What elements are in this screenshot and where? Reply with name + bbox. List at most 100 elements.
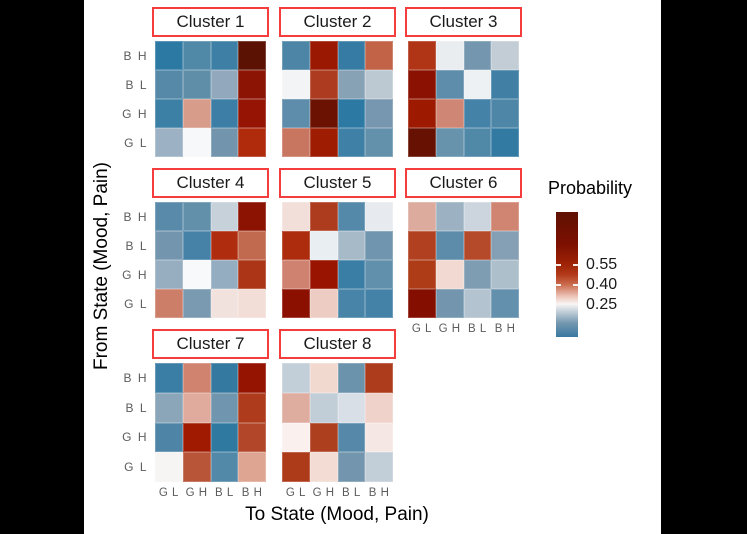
- heatmap-cell: [491, 202, 519, 231]
- heatmap-cell: [408, 70, 436, 99]
- heatmap-cell: [155, 202, 183, 231]
- facet-strip-cluster-3: Cluster 3: [405, 7, 522, 37]
- heatmap-cell: [309, 260, 338, 289]
- x-tick-label: B H: [241, 487, 263, 499]
- heatmap-cell: [365, 289, 393, 318]
- heatmap-cell: [282, 128, 310, 157]
- heatmap-cell: [309, 392, 338, 423]
- heatmap-cell: [491, 231, 519, 260]
- heatmap-cell: [210, 41, 239, 70]
- heatmap-cell: [210, 231, 239, 260]
- y-tick-label: G L: [124, 296, 148, 311]
- heatmap-cell: [210, 128, 239, 157]
- heatmap-cell: [182, 41, 211, 70]
- heatmap-cell: [282, 289, 310, 318]
- heatmap-cell: [365, 41, 393, 70]
- legend-title: Probability: [548, 178, 633, 198]
- heatmap-cell: [282, 422, 310, 453]
- heatmap-cell: [337, 41, 366, 70]
- heatmap-cell: [155, 392, 183, 423]
- heatmap-cluster-7: [155, 363, 266, 482]
- heatmap-cell: [491, 260, 519, 289]
- heatmap-cell: [182, 392, 211, 423]
- facet-strip-label: Cluster 8: [303, 334, 372, 353]
- x-tick-label: B L: [214, 487, 234, 499]
- heatmap-cluster-8: [282, 363, 393, 482]
- heatmap-cell: [435, 202, 464, 231]
- facet-strip-label: Cluster 7: [176, 334, 245, 353]
- facet-strip-label: Cluster 3: [429, 12, 498, 31]
- heatmap-cell: [309, 41, 338, 70]
- heatmap-cell: [337, 363, 366, 393]
- heatmap-cell: [282, 452, 310, 482]
- x-tick-label: G L: [411, 323, 432, 335]
- heatmap-cell: [491, 289, 519, 318]
- legend-tick-label: 0.40: [586, 276, 618, 293]
- heatmap-cell: [408, 202, 436, 231]
- heatmap-cell: [337, 422, 366, 453]
- heatmap-cell: [365, 99, 393, 128]
- facet-strip-cluster-2: Cluster 2: [279, 7, 396, 37]
- heatmap-cell: [182, 289, 211, 318]
- heatmap-cell: [463, 289, 492, 318]
- heatmap-cell: [408, 128, 436, 157]
- heatmap-cell: [282, 363, 310, 393]
- heatmap-cell: [155, 422, 183, 453]
- heatmap-cell: [309, 128, 338, 157]
- heatmap-cell: [238, 422, 266, 453]
- heatmap-cell: [238, 202, 266, 231]
- letterbox-right: [661, 0, 747, 534]
- heatmap-cell: [408, 99, 436, 128]
- y-tick-label: B L: [125, 77, 148, 92]
- heatmap-cell: [182, 231, 211, 260]
- heatmap-cell: [337, 392, 366, 423]
- heatmap-cell: [155, 452, 183, 482]
- heatmap-cell: [309, 99, 338, 128]
- heatmap-cell: [238, 289, 266, 318]
- heatmap-cell: [491, 41, 519, 70]
- heatmap-cell: [365, 452, 393, 482]
- heatmap-cell: [408, 289, 436, 318]
- heatmap-cell: [491, 99, 519, 128]
- heatmap-cell: [309, 289, 338, 318]
- x-tick-label: B L: [341, 487, 361, 499]
- legend-tick-label: 0.55: [586, 256, 618, 273]
- facet-strip-cluster-7: Cluster 7: [152, 329, 269, 359]
- heatmap-cell: [210, 99, 239, 128]
- x-axis-title: To State (Mood, Pain): [245, 504, 429, 525]
- heatmap-cell: [365, 422, 393, 453]
- heatmap-cell: [238, 363, 266, 393]
- heatmap-cell: [337, 99, 366, 128]
- x-tick-label: G H: [312, 487, 335, 499]
- heatmap-cell: [210, 452, 239, 482]
- heatmap-cell: [210, 70, 239, 99]
- heatmap-cell: [238, 70, 266, 99]
- heatmap-cell: [238, 231, 266, 260]
- y-tick-label: B L: [125, 238, 148, 253]
- facet-strip-label: Cluster 5: [303, 173, 372, 192]
- facet-strip-label: Cluster 4: [176, 173, 245, 192]
- heatmap-cell: [182, 422, 211, 453]
- heatmap-cell: [365, 231, 393, 260]
- heatmap-cluster-5: [282, 202, 393, 318]
- heatmap-cell: [337, 260, 366, 289]
- heatmap-cluster-1: [155, 41, 266, 157]
- x-tick-label: G H: [438, 323, 461, 335]
- x-tick-label: G H: [185, 487, 208, 499]
- heatmap-cell: [337, 202, 366, 231]
- heatmap-cell: [282, 70, 310, 99]
- heatmap-cell: [182, 128, 211, 157]
- heatmap-cell: [365, 128, 393, 157]
- y-tick-label: G H: [122, 267, 148, 282]
- heatmap-cell: [282, 202, 310, 231]
- heatmap-cell: [155, 289, 183, 318]
- heatmap-cell: [238, 99, 266, 128]
- letterbox-left: [0, 0, 84, 534]
- heatmap-cell: [155, 41, 183, 70]
- heatmap-cell: [210, 363, 239, 393]
- y-tick-label: G L: [124, 460, 148, 475]
- x-tick-label: G L: [285, 487, 306, 499]
